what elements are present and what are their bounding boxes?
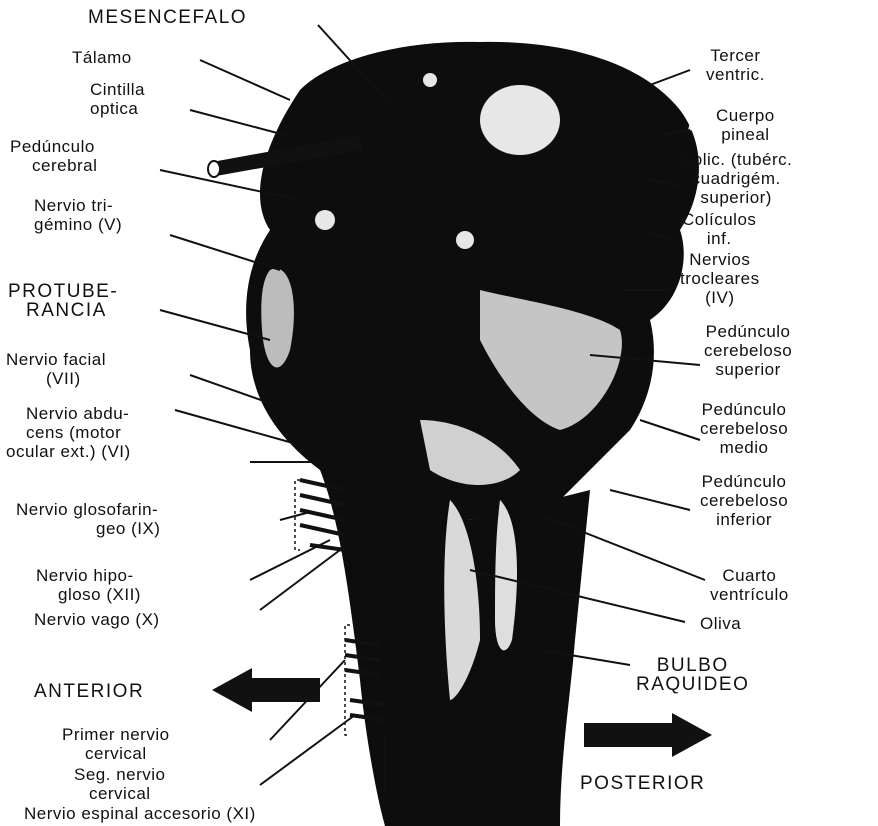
label-ped-cerebeloso-sup: Pedúnculo cerebeloso superior [704, 322, 792, 379]
label-ped-cerebeloso-medio: Pedúnculo cerebeloso medio [700, 400, 788, 457]
label-abducens: Nervio abdu- cens (motor ocular ext.) (V… [6, 404, 131, 461]
label-bulbo-raquideo: BULBO RAQUIDEO [636, 656, 749, 694]
label-cintilla: Cintilla optica [90, 80, 145, 118]
label-anterior: ANTERIOR [34, 682, 144, 701]
label-colic-superior: Colic. (tubérc. cuadrigém. superior) [680, 150, 792, 207]
label-tercer-ventric: Tercer ventric. [706, 46, 765, 84]
label-coliculos-inf: Colículos inf. [682, 210, 756, 248]
label-trigemino: Nervio tri- gémino (V) [34, 196, 122, 234]
label-ped-cerebeloso-inf: Pedúnculo cerebeloso inferior [700, 472, 788, 529]
label-vago: Nervio vago (X) [34, 610, 160, 629]
label-pedunculo-cerebral: Pedúnculo cerebral [10, 137, 97, 175]
label-espinal-accesorio: Nervio espinal accesorio (XI) [24, 804, 256, 823]
label-seg-cervical: Seg. nervio cervical [74, 765, 166, 803]
label-cuarto-ventriculo: Cuarto ventrículo [710, 566, 789, 604]
label-talamo: Tálamo [72, 48, 132, 67]
label-posterior: POSTERIOR [580, 774, 705, 793]
label-cuerpo-pineal: Cuerpo pineal [716, 106, 775, 144]
label-hipogloso: Nervio hipo- gloso (XII) [36, 566, 141, 604]
label-primer-cervical: Primer nervio cervical [62, 725, 170, 763]
label-nervios-trocleares: Nervios trocleares (IV) [680, 250, 760, 307]
label-oliva: Oliva [700, 614, 741, 633]
label-glosofaringeo: Nervio glosofarin- geo (IX) [16, 500, 160, 538]
label-protuberancia: PROTUBE- RANCIA [8, 282, 118, 320]
posterior-arrow-icon [584, 713, 712, 757]
label-mesencefalo: MESENCEFALO [88, 8, 247, 27]
label-facial: Nervio facial (VII) [6, 350, 106, 388]
